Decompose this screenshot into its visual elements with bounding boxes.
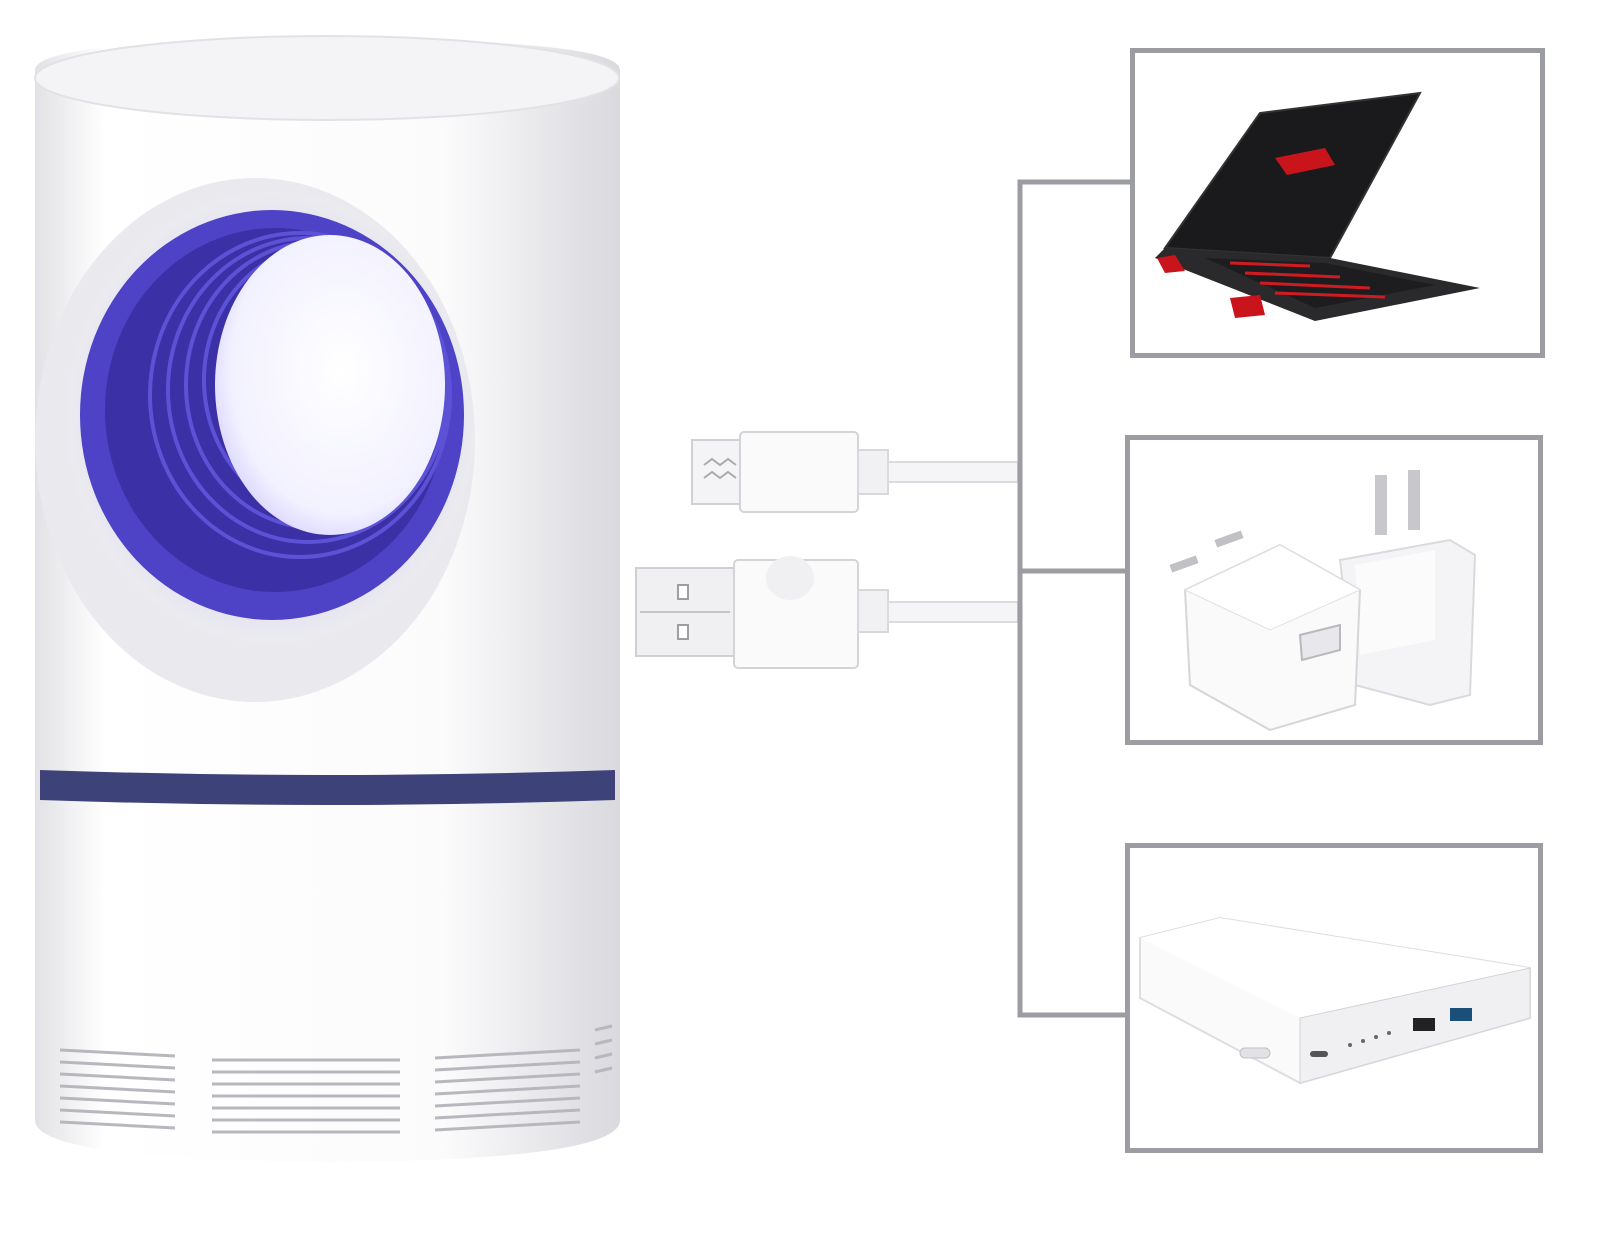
laptop-frame xyxy=(1130,48,1545,358)
usb-a-connector xyxy=(635,556,1019,669)
adapter-back xyxy=(1338,470,1477,707)
laptop-icon xyxy=(1155,91,1480,321)
micro-usb-connector xyxy=(691,431,1019,513)
usb-wall-adapter-icon xyxy=(1169,470,1477,732)
power-bank-icon xyxy=(1139,916,1531,1085)
power-bank-frame xyxy=(1125,843,1543,1153)
lamp-top-rim xyxy=(34,35,620,121)
connection-bracket xyxy=(1017,179,1130,1018)
wall-adapter-frame xyxy=(1125,435,1543,745)
lamp-accent-band xyxy=(40,770,615,805)
mosquito-lamp xyxy=(34,35,620,1162)
lamp-vents xyxy=(59,1024,613,1134)
usb-cable xyxy=(635,431,1019,669)
adapter-front xyxy=(1169,530,1362,732)
uv-light-core xyxy=(215,235,445,535)
